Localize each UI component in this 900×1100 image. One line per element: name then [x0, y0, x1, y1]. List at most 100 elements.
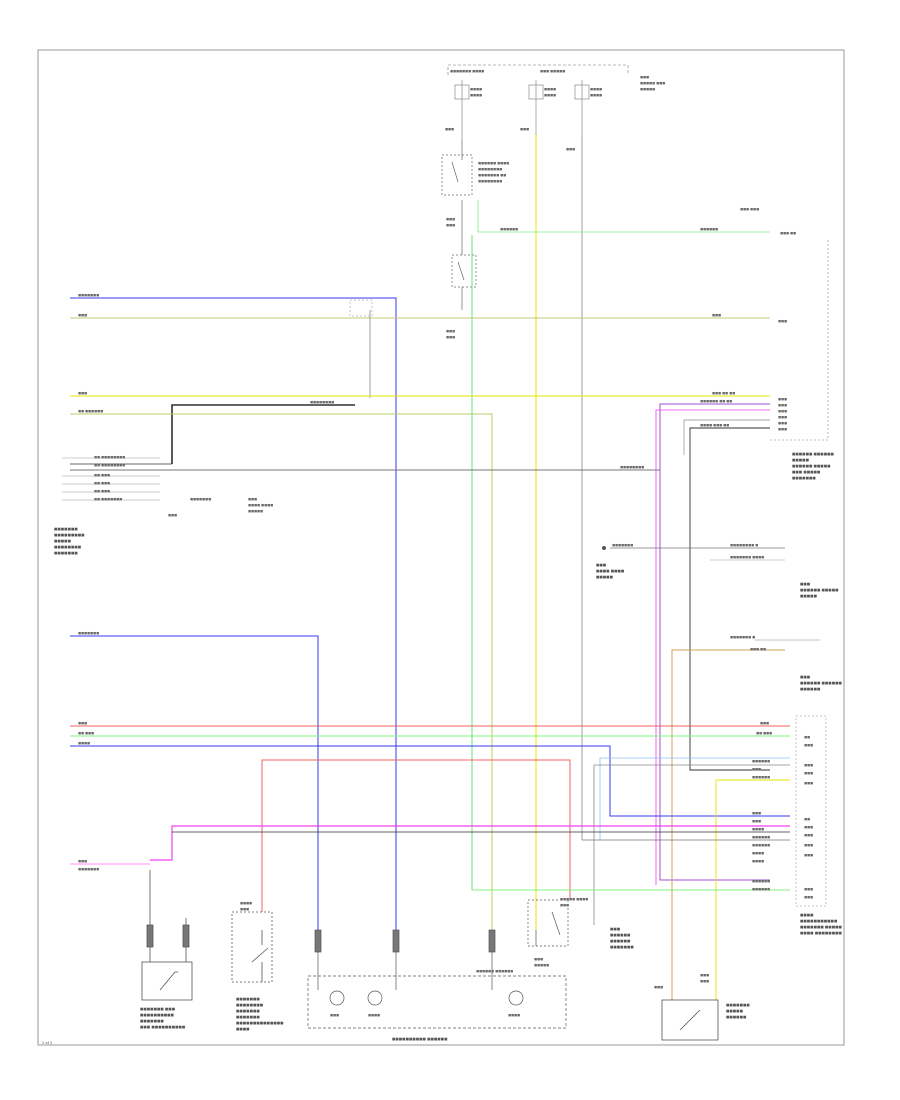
svg-text:■■■: ■■■ — [610, 927, 621, 931]
svg-text:■■ ■■■: ■■ ■■■ — [94, 473, 110, 477]
svg-text:■■■: ■■■ — [520, 127, 529, 131]
sensor-left — [141, 870, 193, 1001]
svg-text:■■■ ■■■■■■■■■■: ■■■ ■■■■■■■■■■ — [140, 1025, 186, 1029]
svg-text:■■■■■: ■■■■■ — [800, 594, 818, 598]
svg-text:■■ ■■■: ■■ ■■■ — [94, 489, 110, 493]
svg-text:■■■■■■: ■■■■■■ — [752, 843, 770, 847]
svg-text:■■■: ■■■ — [778, 421, 787, 425]
module-outline-right — [770, 240, 829, 441]
svg-text:■■■■■: ■■■■■ — [248, 509, 263, 513]
svg-text:■■■■■■: ■■■■■■ — [610, 933, 631, 937]
svg-text:■■■■■■■■■■: ■■■■■■■■■■ — [140, 1013, 175, 1017]
svg-text:■■■: ■■■ — [446, 329, 455, 333]
svg-text:■■■: ■■■ — [778, 403, 787, 407]
svg-text:■■ ■■■: ■■ ■■■ — [78, 731, 94, 735]
svg-text:■■■■■■ ■■■■■■: ■■■■■■ ■■■■■■ — [476, 969, 513, 973]
svg-text:■■■■■■■: ■■■■■■■ — [610, 945, 634, 949]
svg-text:■■■■■ ■■■■: ■■■■■ ■■■■ — [560, 897, 588, 901]
svg-text:■■■: ■■■ — [804, 895, 813, 899]
svg-text:■■■■: ■■■■ — [368, 1013, 380, 1017]
svg-text:■■■■: ■■■■ — [544, 93, 556, 97]
svg-text:■■■: ■■■ — [240, 907, 249, 911]
svg-text:■■■: ■■■ — [78, 721, 87, 725]
svg-text:■■■■: ■■■■ — [78, 741, 90, 745]
svg-text:■■■: ■■■ — [168, 513, 177, 517]
svg-text:■■■■■■■ ■■■■■: ■■■■■■■ ■■■■■ — [800, 925, 842, 929]
wire-lightblue — [599, 757, 790, 840]
svg-text:■■■■■■: ■■■■■■ — [610, 939, 631, 943]
svg-text:■■■■■■■■: ■■■■■■■■ — [236, 1003, 264, 1007]
svg-text:■■ ■■■: ■■ ■■■ — [94, 481, 110, 485]
svg-text:■■■■ ■■■■: ■■■■ ■■■■ — [248, 503, 273, 507]
svg-text:■■■: ■■■ — [248, 497, 257, 501]
svg-text:■■■■■■■: ■■■■■■■ — [54, 527, 78, 531]
svg-text:■■■■■■■■■■ ■■■■■■: ■■■■■■■■■■ ■■■■■■ — [392, 1037, 448, 1041]
svg-text:■■■: ■■■ — [700, 979, 709, 983]
wire-yellow-lower — [715, 779, 790, 1000]
svg-text:■■■■■■■: ■■■■■■■ — [78, 293, 99, 297]
switch-bottom-right — [661, 999, 719, 1041]
svg-text:■■■■ ■■■■■■■■: ■■■■ ■■■■■■■■ — [800, 931, 842, 935]
svg-text:■■■: ■■■ — [560, 903, 569, 907]
svg-text:■■■■■■ ■■■■■: ■■■■■■ ■■■■■ — [792, 464, 831, 468]
svg-text:■■■: ■■■ — [712, 313, 721, 317]
svg-text:■■■■: ■■■■ — [590, 93, 602, 97]
svg-text:■■■■: ■■■■ — [590, 87, 602, 91]
svg-text:■■■■: ■■■■ — [752, 827, 764, 831]
svg-text:■■■: ■■■ — [800, 675, 811, 679]
svg-text:■■■■: ■■■■ — [544, 87, 556, 91]
svg-text:■■■■■■: ■■■■■■ — [752, 879, 770, 883]
svg-text:■■■■: ■■■■ — [470, 87, 482, 91]
svg-text:■■■■■■■: ■■■■■■■ — [236, 1015, 260, 1019]
svg-text:■■■■: ■■■■ — [470, 93, 482, 97]
relay-top — [441, 140, 473, 196]
svg-text:■■■: ■■■ — [752, 819, 761, 823]
svg-text:■■ ■■■■■■■: ■■ ■■■■■■■ — [94, 497, 122, 501]
instrument-cluster — [307, 929, 567, 1029]
svg-text:■■: ■■ — [804, 735, 810, 739]
svg-text:■■■ ■■ ■■: ■■■ ■■ ■■ — [712, 391, 735, 395]
svg-text:■■■■■■ ■■■■■■: ■■■■■■ ■■■■■■ — [792, 452, 834, 456]
svg-text:■■■■■■: ■■■■■■ — [752, 887, 770, 891]
connector-labels-lower-right: ■■■ ■■■ ■■■■ ■■■■■■ ■■■■■■ ■■■■ ■■■■ ■■■… — [752, 735, 813, 899]
svg-text:■■■: ■■■ — [778, 415, 787, 419]
svg-text:■■■: ■■■ — [800, 582, 811, 586]
svg-text:■■■: ■■■ — [640, 75, 649, 79]
svg-text:■■■: ■■■ — [804, 743, 813, 747]
left-connector-labels: ■■ ■■■■■■■■ ■■ ■■■■■■■■ ■■ ■■■ ■■ ■■■ ■■… — [54, 455, 273, 555]
svg-text:■■■ ■■: ■■■ ■■ — [780, 231, 796, 235]
svg-text:■■■■■: ■■■■■ — [534, 963, 549, 967]
svg-text:■■■ ■■■■■: ■■■ ■■■■■ — [792, 470, 821, 474]
svg-text:■■■■■■■: ■■■■■■■ — [190, 497, 211, 501]
svg-text:■■■: ■■■ — [778, 397, 787, 401]
svg-text:■■■■■■ ■■■■: ■■■■■■ ■■■■ — [478, 161, 509, 165]
svg-text:■■■■ ■■■■: ■■■■ ■■■■ — [596, 569, 625, 573]
wire-gray-right — [683, 419, 770, 455]
svg-text:■■■: ■■■ — [778, 319, 787, 323]
svg-text:■■■■■■: ■■■■■■ — [700, 227, 718, 231]
svg-text:■■■: ■■■ — [804, 833, 813, 837]
relay-mid — [451, 200, 477, 310]
svg-text:■■■■: ■■■■ — [508, 1013, 520, 1017]
svg-text:■■■■■■■■: ■■■■■■■■ — [54, 545, 82, 549]
svg-text:■■■■■: ■■■■■ — [54, 539, 72, 543]
sheet-number: 2 of 2 — [42, 1041, 52, 1045]
svg-text:■■■■■■: ■■■■■■ — [500, 227, 518, 231]
svg-text:■■■: ■■■ — [446, 223, 455, 227]
svg-text:■■■ ■■■■■: ■■■ ■■■■■ — [540, 69, 565, 73]
svg-text:■■■■■■■: ■■■■■■■ — [140, 1019, 164, 1023]
svg-text:■■■: ■■■ — [804, 825, 813, 829]
relay-bottom — [527, 899, 569, 947]
svg-text:■■■: ■■■ — [78, 391, 87, 395]
svg-text:■■■■■■: ■■■■■■ — [752, 759, 770, 763]
svg-text:■■■■■■: ■■■■■■ — [752, 835, 770, 839]
svg-text:■■■■■■■: ■■■■■■■ — [236, 997, 260, 1001]
svg-text:■■■: ■■■ — [804, 843, 813, 847]
svg-text:■■■: ■■■ — [446, 217, 455, 221]
svg-text:■■■: ■■■ — [804, 887, 813, 891]
fuse-labels: ■■■■■■■ ■■■■ ■■■ ■■■■■ ■■■ ■■■■■ ■■■ ■■■… — [445, 69, 665, 151]
wire-blue-top — [70, 297, 397, 930]
left-connector-lines — [62, 457, 160, 501]
svg-text:■■■■■■■ ■: ■■■■■■■ ■ — [730, 635, 755, 639]
